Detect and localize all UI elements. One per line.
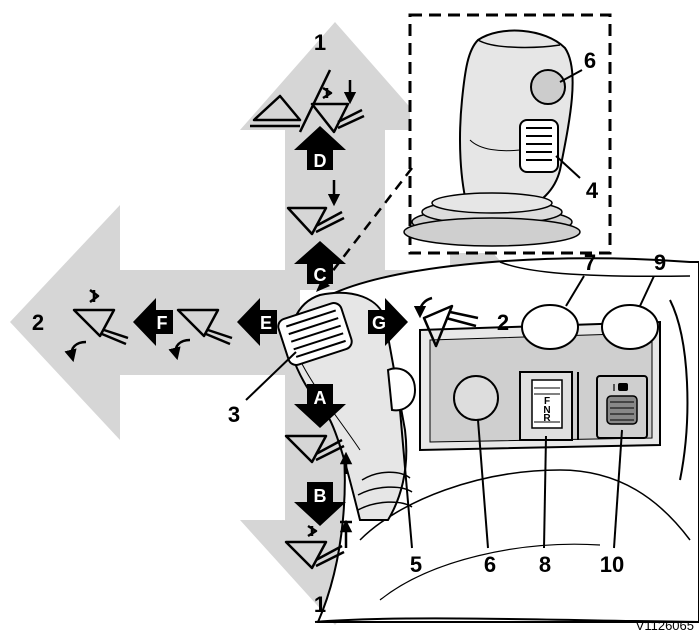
arrow-b-label: B: [314, 486, 327, 506]
callout-2-left: 2: [32, 310, 44, 335]
arrow-f: F: [133, 298, 173, 346]
bucket-float-icon: [250, 94, 302, 128]
arrow-a: A: [294, 384, 346, 428]
leader-10: [613, 429, 623, 549]
inset-link-line: [317, 167, 413, 291]
bucket-raise-icon: [284, 434, 353, 474]
callout-1-bottom: 1: [314, 592, 326, 617]
arrow-g-label: G: [372, 313, 386, 333]
fnr-mark-n: N: [543, 405, 550, 416]
bucket-tilt-in-icon: [168, 308, 233, 361]
button-7[interactable]: [521, 304, 579, 350]
callout-6-panel: 6: [484, 552, 496, 577]
float-symbol-icon: [613, 383, 628, 391]
callout-8: 8: [539, 552, 551, 577]
leader-8: [543, 435, 547, 549]
slash-divider: [298, 69, 332, 133]
callout-2-right: 2: [497, 310, 509, 335]
inset-button-6[interactable]: [530, 69, 566, 105]
callout-3: 3: [228, 402, 240, 427]
fnr-switch[interactable]: F N R: [519, 371, 579, 441]
leader-4: [555, 155, 581, 179]
callout-10: 10: [600, 552, 624, 577]
rocker-switch-10[interactable]: [596, 375, 648, 439]
arrow-c: C: [294, 241, 346, 285]
fnr-mark-f: F: [544, 396, 550, 407]
callout-5: 5: [410, 552, 422, 577]
button-9[interactable]: [601, 304, 659, 350]
bucket-lower-icon: [286, 180, 345, 236]
fnr-mark-r: R: [543, 413, 551, 424]
arrow-c-label: C: [314, 265, 327, 285]
button-6-panel[interactable]: [453, 375, 499, 421]
inset-roller-4[interactable]: [519, 119, 559, 173]
bucket-float-locked-icon: [310, 80, 365, 134]
arrow-e-label: E: [260, 313, 272, 333]
bucket-return-to-dig-icon: [284, 519, 353, 570]
arrow-a-label: A: [314, 388, 327, 408]
callout-4: 4: [586, 178, 599, 203]
arrow-f-label: F: [157, 313, 168, 333]
callout-9: 9: [654, 250, 666, 275]
bucket-tilt-in-rtd-icon: [64, 289, 129, 363]
arrow-b: B: [294, 482, 346, 526]
callout-7: 7: [584, 250, 596, 275]
leader-6-inset: [559, 69, 583, 83]
callout-6-inset: 6: [584, 48, 596, 73]
arrow-e: E: [237, 298, 277, 346]
thumb-roller-3[interactable]: [276, 301, 354, 367]
leader-5: [399, 409, 413, 549]
button-5[interactable]: [386, 367, 417, 412]
arrow-d-label: D: [314, 151, 327, 171]
leader-6-panel: [477, 419, 489, 549]
cross-arrow-up: [240, 22, 430, 290]
leader-3: [245, 351, 297, 401]
arrow-g: G: [368, 298, 408, 346]
arrow-d: D: [294, 126, 346, 171]
bucket-dump-icon: [413, 296, 479, 348]
leader-7: [565, 275, 585, 307]
inset-link-arrowhead: [316, 278, 330, 292]
reference-code: V1126065: [636, 618, 694, 633]
leader-9: [639, 275, 655, 307]
callout-1-top: 1: [314, 30, 326, 55]
